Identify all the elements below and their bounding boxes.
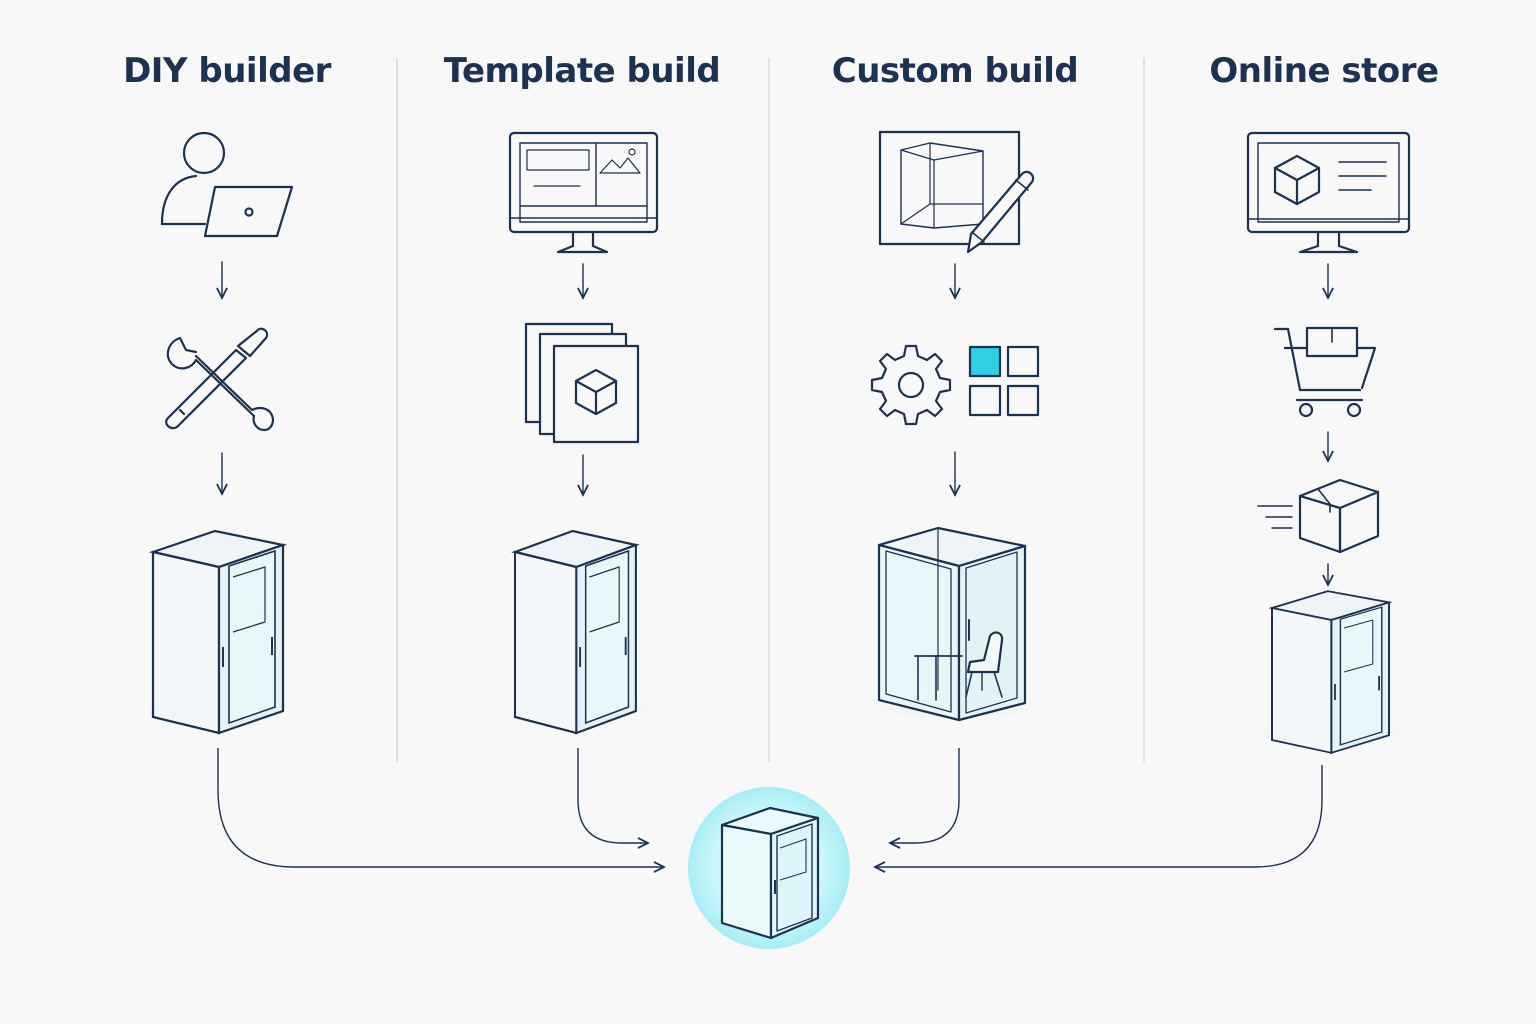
wrench-screwdriver-icon	[165, 327, 274, 432]
column-title-diy-builder: DIY builder	[123, 51, 332, 91]
column-title-custom-build: Custom build	[832, 51, 1078, 91]
booth-icon	[151, 529, 285, 735]
connector-line	[890, 748, 960, 843]
column-title-template-build: Template build	[444, 51, 720, 91]
shopping-cart-icon	[1273, 326, 1377, 418]
connector-line	[577, 748, 648, 843]
gear-icon	[870, 344, 952, 426]
connector-line	[875, 765, 1323, 867]
monitor-layout-icon	[508, 131, 659, 254]
person-laptop-icon	[160, 131, 294, 238]
connector-line	[217, 748, 664, 867]
options-grid-icon	[968, 345, 1040, 417]
delivery-box-icon	[1257, 478, 1380, 554]
template-stack-icon	[524, 322, 640, 444]
column-title-online-store: Online store	[1209, 51, 1438, 91]
furnished-booth-icon	[877, 526, 1027, 722]
blueprint-pencil-icon	[878, 130, 1035, 254]
booth-icon	[1271, 590, 1390, 754]
monitor-cube-icon	[1246, 131, 1411, 254]
booth-icon	[513, 529, 638, 735]
booth-icon	[720, 806, 820, 940]
